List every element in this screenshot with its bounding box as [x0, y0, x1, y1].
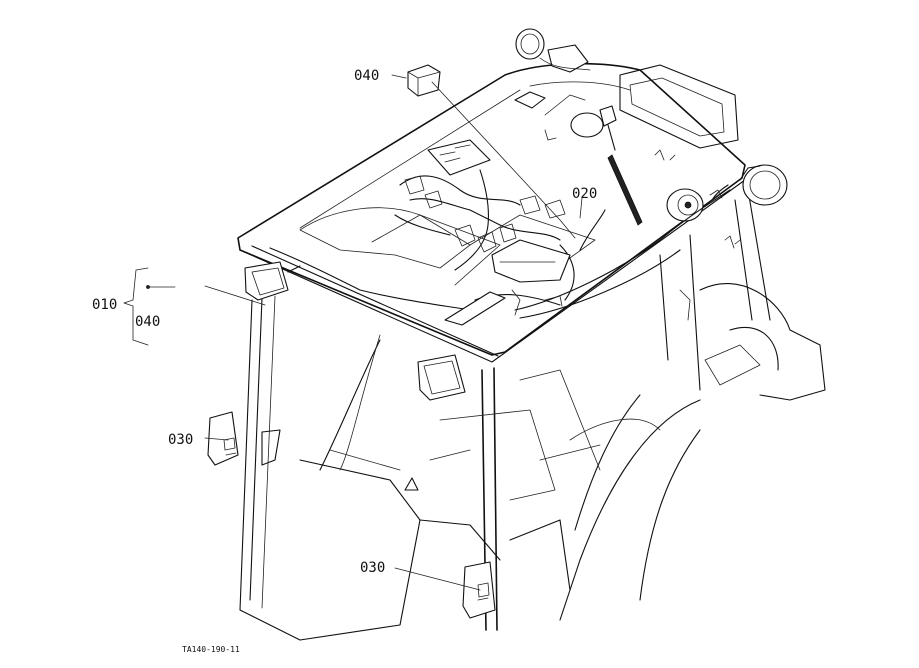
- rear-right-lamp: [711, 164, 788, 206]
- label-020: 020: [572, 186, 597, 202]
- label-030-lower: 030: [360, 560, 385, 576]
- connector-040: [407, 64, 441, 97]
- rear-wiper-assembly: [514, 91, 643, 226]
- label-040-top: 040: [354, 68, 379, 84]
- label-030-upper: 030: [168, 432, 193, 448]
- cab-frame: [239, 64, 826, 641]
- cab-roof: [237, 62, 746, 363]
- label-040-left: 040: [135, 314, 160, 330]
- rear-top-lamp: [515, 28, 591, 73]
- front-center-lamp: [417, 354, 466, 401]
- leader-lines: [123, 74, 583, 591]
- side-lamp-upper: [207, 411, 239, 466]
- speaker: [666, 188, 704, 222]
- figure-code: TA140-190-11: [182, 645, 240, 654]
- roof-harness: [269, 139, 741, 326]
- label-010: 010: [92, 297, 117, 313]
- front-left-lamp: [244, 261, 301, 301]
